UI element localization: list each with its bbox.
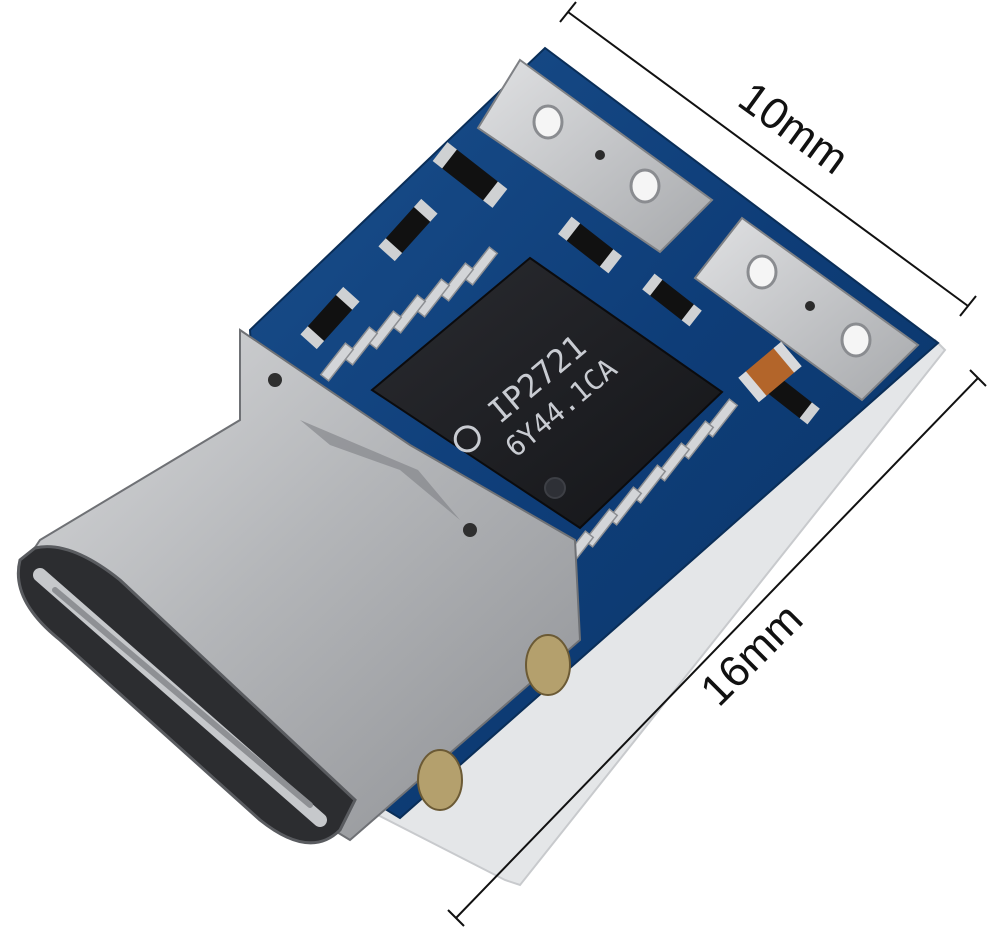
smd-capacitor	[738, 341, 802, 403]
output-pad-1	[476, 58, 714, 254]
smd-resistor	[300, 142, 820, 425]
width-label: 10mm	[730, 73, 858, 184]
usb-c-port-opening	[16, 545, 357, 845]
ic-chip: IP2721 6Y44.1CA	[319, 246, 739, 570]
usb-c-connector	[16, 328, 582, 845]
output-pad-2	[693, 216, 920, 402]
chip-logo	[453, 425, 481, 453]
chip-pins	[319, 246, 739, 570]
